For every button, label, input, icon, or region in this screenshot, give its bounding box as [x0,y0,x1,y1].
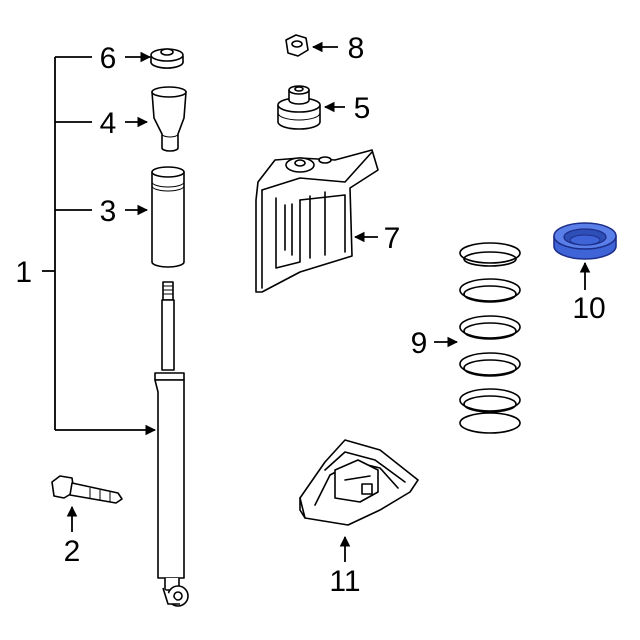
part-11-lower-bracket[interactable] [299,439,419,562]
part-3-dust-boot[interactable] [125,166,185,268]
part-4-bump-stop[interactable] [125,86,187,152]
callout-8: 8 [348,32,365,65]
callout-5: 5 [354,92,371,125]
callout-3: 3 [100,195,117,228]
callout-9: 9 [411,327,428,360]
callout-11: 11 [329,565,360,598]
callout-7: 7 [384,222,401,255]
part-5-upper-mount[interactable] [277,85,345,130]
callout-1: 1 [15,256,32,289]
part-7-mount-bracket[interactable] [255,149,379,293]
callout-4: 4 [100,107,117,140]
part-10-spring-seat[interactable] [553,222,617,290]
part-9-coil-spring[interactable] [434,242,521,434]
callout-10: 10 [572,292,605,325]
part-6-bushing[interactable] [125,48,184,69]
part-2-bolt[interactable] [51,475,123,532]
assembly-bracket [42,56,157,436]
shock-absorber[interactable] [154,281,189,607]
part-8-nut[interactable] [285,34,338,57]
callout-6: 6 [100,42,117,75]
callout-2: 2 [64,535,81,568]
